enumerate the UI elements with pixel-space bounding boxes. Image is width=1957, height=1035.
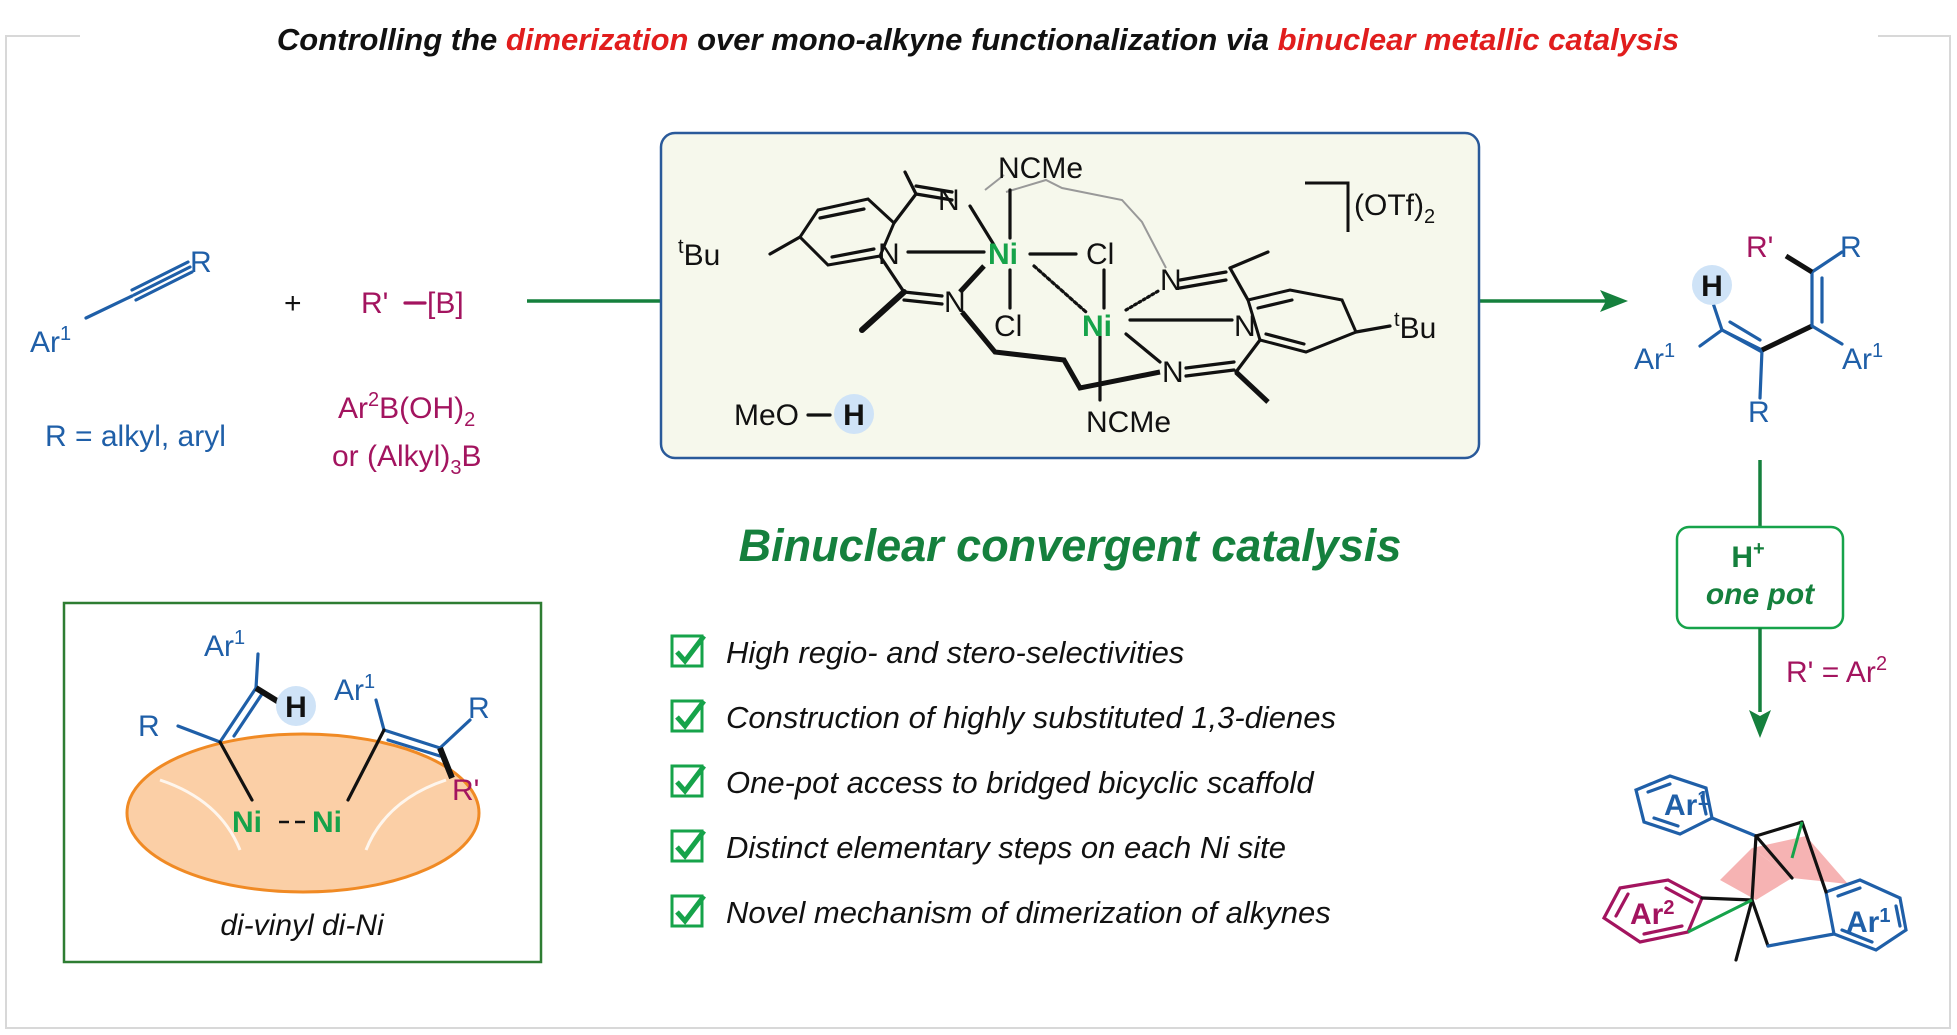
main-reaction-arrow [527,290,1628,312]
n-label: N [878,238,900,271]
n-label: N [938,184,960,217]
header-title: Controlling the dimerization over mono-a… [277,22,1679,57]
methanol-label: MeO [734,399,799,432]
diene-product: H R' R Ar1 Ar1 R [1634,231,1883,429]
product-ar-right: Ar1 [1842,340,1883,376]
feature-text: High regio- and stero-selectivities [726,635,1184,670]
outer-frame [5,35,1951,1029]
intermediate-h-label: H [285,691,307,724]
feature-item: High regio- and stero-selectivities [670,634,1184,670]
intermediate-caption: di-vinyl di-Ni [220,909,385,942]
feature-item: One-pot access to bridged bicyclic scaff… [670,764,1315,800]
intermediate-ni-right: Ni [312,806,342,839]
feature-item: Construction of highly substituted 1,3-d… [670,699,1336,735]
intermediate-box: Ar1 R H Ar1 R R' Ni Ni di-vinyl di-Ni [62,601,543,964]
checkmark-icon [675,764,706,795]
ligand-bottom: NCMe [1086,406,1171,439]
product-h-label: H [1701,270,1723,303]
feature-text: Distinct elementary steps on each Ni sit… [726,830,1286,865]
catalyst-box: NCMe NCMe tBu tBu Ni Ni Cl Cl N N N N N … [659,131,1481,460]
cl-left: Cl [994,310,1022,343]
product-r-bottom: R [1748,396,1770,429]
tbu-right: tBu [1394,309,1436,345]
checkmark-icon [675,634,706,665]
bicyclic-ar2: Ar2 [1630,897,1674,931]
boron-option-aryl: Ar2B(OH)2 [338,389,475,431]
bicyclic-product: Ar1 Ar2 Ar1 [1601,774,1908,962]
intermediate-rprime: R' [452,774,479,807]
product-r-label: R [1840,231,1862,264]
counterion-label: (OTf)2 [1354,189,1435,228]
alkyne-reactant: R Ar1 R = alkyl, aryl [30,246,226,453]
ligand-top: NCMe [998,152,1083,185]
methanol-h-label: H [843,399,865,432]
boron-group-label: [B] [427,287,464,320]
intermediate-ar-left: Ar1 [204,627,245,663]
ni-bottom: Ni [1082,310,1112,343]
checkbox-icon [670,699,704,733]
alkyne-ar-label: Ar1 [30,323,71,359]
intermediate-r-left: R [138,710,160,743]
feature-list: High regio- and stero-selectivitiesConst… [670,634,1336,930]
intermediate-ni-left: Ni [232,806,262,839]
product-ar-left: Ar1 [1634,340,1675,376]
ni-top: Ni [988,238,1018,271]
alkyne-r-label: R [190,246,212,279]
checkmark-icon [675,894,706,925]
condition-label: R' = Ar2 [1786,653,1887,689]
n-label: N [944,286,966,319]
feature-text: One-pot access to bridged bicyclic scaff… [726,765,1315,800]
bicyclic-ar1-right: Ar1 [1846,905,1890,939]
checkmark-icon [675,699,706,730]
checkmark-icon [675,829,706,860]
plus-sign: + [284,287,302,320]
product-rprime-label: R' [1746,231,1773,264]
r-definition: R = alkyl, aryl [45,420,226,453]
tbu-left: tBu [678,236,720,272]
cl-right: Cl [1086,238,1114,271]
boron-option-alkyl: or (Alkyl)3B [332,440,481,479]
boron-r-label: R' [361,287,388,320]
feature-text: Construction of highly substituted 1,3-d… [726,700,1336,735]
one-pot-label: one pot [1706,578,1816,611]
n-label: N [1234,310,1256,343]
bicyclic-ar1-top: Ar1 [1664,788,1708,822]
feature-item: Distinct elementary steps on each Ni sit… [670,829,1286,865]
one-pot-step: H+ one pot R' = Ar2 [1675,460,1887,738]
n-label: N [1162,356,1184,389]
one-pot-h: H+ [1731,538,1764,574]
convergent-title: Binuclear convergent catalysis [739,520,1402,571]
feature-text: Novel mechanism of dimerization of alkyn… [726,895,1331,930]
intermediate-ar-right: Ar1 [334,671,375,707]
boron-reactant: R' [B] Ar2B(OH)2 or (Alkyl)3B [332,287,481,479]
n-label: N [1160,264,1182,297]
intermediate-r-right: R [468,692,490,725]
feature-item: Novel mechanism of dimerization of alkyn… [670,894,1331,930]
